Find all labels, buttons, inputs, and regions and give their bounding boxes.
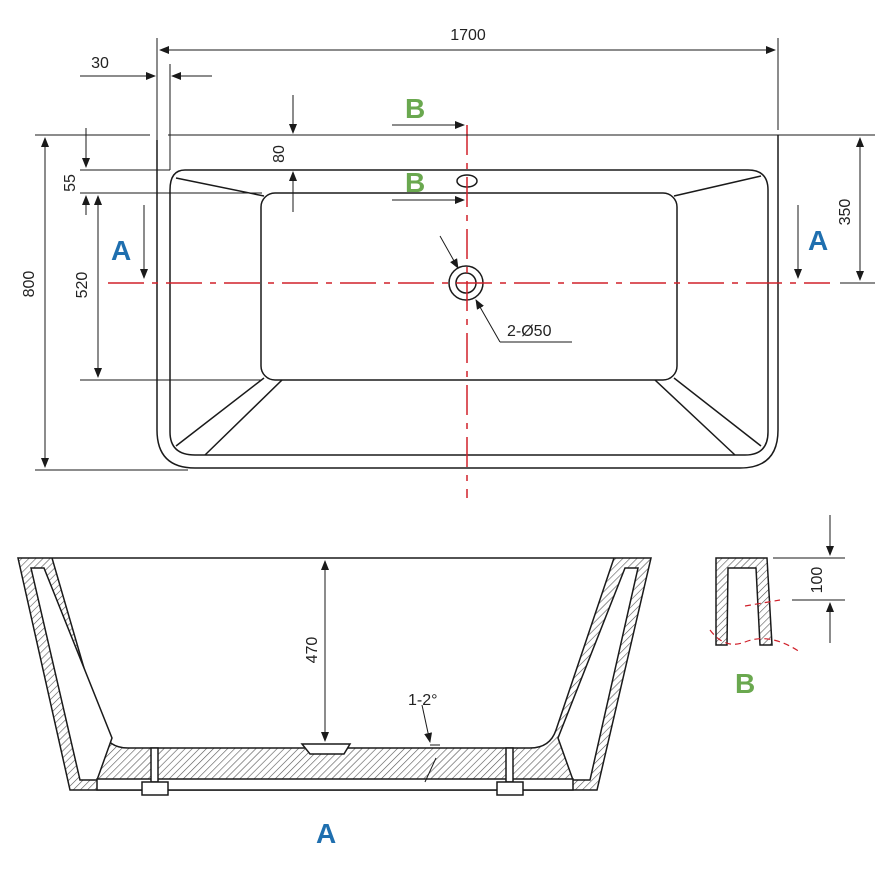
tub-outer-outline [156,135,779,469]
slope-label: 1-2° [408,692,438,709]
dim-length-label: 1700 [450,27,486,44]
dim-width-label: 800 [21,271,38,298]
section-a-view [17,557,652,796]
section-a-dimensions [321,560,440,783]
tub-shell-section [17,557,652,791]
dim-height-label: 100 [809,567,826,594]
dim-inner-width-label: 520 [74,272,91,299]
rim-profile-section [715,557,773,646]
right-wall-cavity [557,567,639,781]
bevel-line [673,175,762,197]
dim-half-width-label: 350 [837,199,854,226]
section-b-title: B [735,668,755,699]
section-b-dimensions [773,515,845,643]
top-view-dimensions [35,38,875,471]
drain-callout-label: 2-Ø50 [507,323,552,340]
dim-drain-offset-label: 55 [62,174,79,192]
left-foot-stem [150,747,159,783]
section-b-marker-mid: B [405,167,425,198]
base-plate [96,778,574,791]
bevel-line [654,379,736,456]
right-foot-base [496,781,524,796]
left-foot-base [141,781,169,796]
drain-fitting [300,743,352,755]
bevel-line [673,377,762,447]
tub-basin-floor [260,192,678,381]
section-a-marker-left: A [111,235,131,266]
dim-rim-top-label: 80 [271,145,288,163]
section-a-title: A [316,818,336,849]
center-lines [108,125,830,498]
bevel-line [175,377,265,447]
section-b-marker-top: B [405,93,425,124]
dim-rim-left-label: 30 [91,55,109,72]
section-b-break-lines [709,599,801,653]
tub-inner-rim [169,169,769,456]
section-a-marker-right: A [808,225,828,256]
right-foot-stem [505,747,514,783]
section-b-view [715,557,773,646]
dim-depth-label: 470 [304,637,321,664]
left-wall-cavity [30,567,113,781]
bevel-line [204,379,283,456]
